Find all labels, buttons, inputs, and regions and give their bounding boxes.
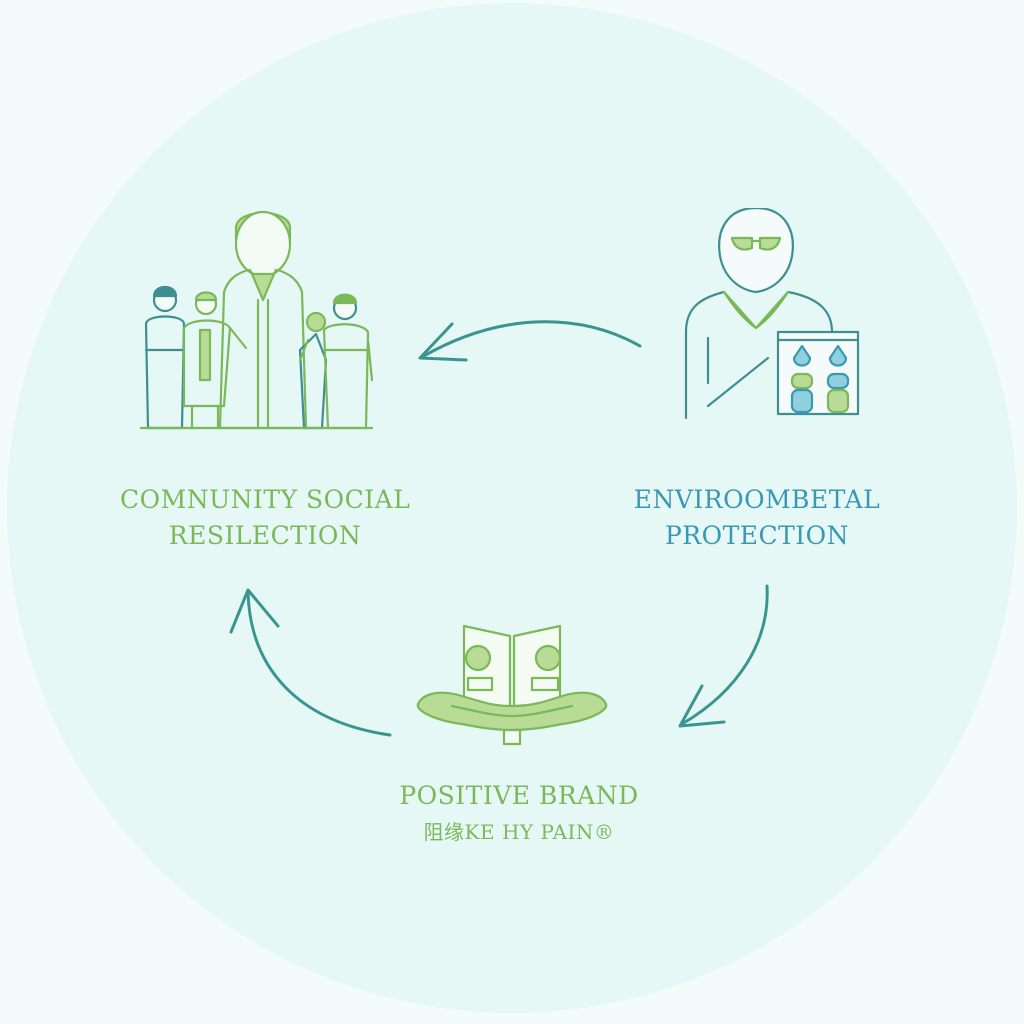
- arrow-environmental-to-community: [420, 320, 642, 359]
- brand-label-line1: POSITIVE BRAND: [399, 781, 639, 810]
- environmental-protection-label: ENVIROOMBETAL PROTECTION: [622, 482, 892, 554]
- community-social-label: COMNUNITY SOCIAL RESILECTION: [120, 482, 410, 554]
- arrow-environmental-to-brand-head: [678, 684, 726, 728]
- environmental-label-line2: PROTECTION: [664, 521, 850, 550]
- positive-brand-label: POSITIVE BRAND 阻缘KE HY PAIN®: [382, 778, 656, 850]
- arrow-brand-to-community-head: [229, 588, 280, 634]
- environmental-person-icon: [684, 208, 860, 420]
- arrow-environmental-to-community-head: [418, 322, 468, 362]
- community-label-line2: RESILECTION: [168, 521, 362, 550]
- brand-label-line2: 阻缘KE HY PAIN®: [423, 820, 615, 844]
- community-people-icon: [140, 210, 374, 430]
- open-book-hands-icon: [416, 624, 608, 746]
- environmental-label-line1: ENVIROOMBETAL: [633, 485, 881, 514]
- arrow-brand-to-community: [246, 590, 392, 737]
- arrow-environmental-to-brand: [680, 584, 769, 726]
- community-label-line1: COMNUNITY SOCIAL: [120, 485, 411, 514]
